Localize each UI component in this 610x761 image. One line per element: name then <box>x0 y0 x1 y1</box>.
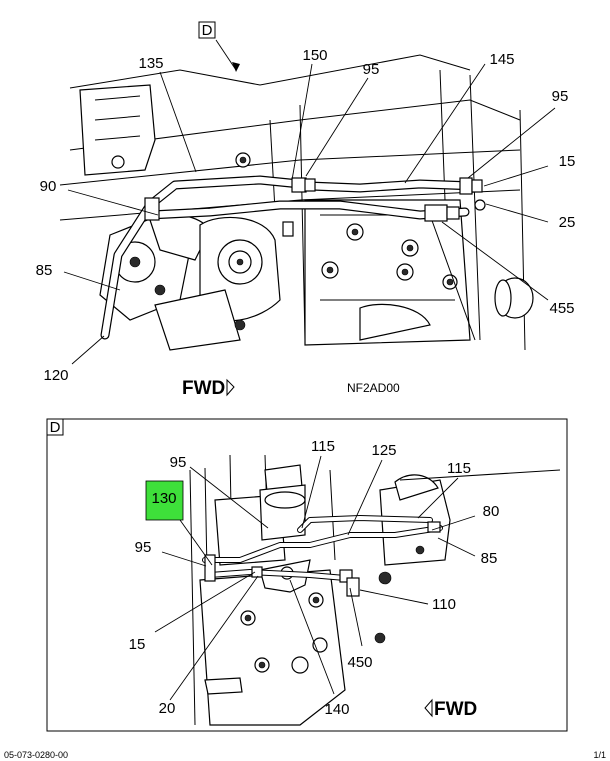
fwd-label-detail: FWD <box>434 699 477 720</box>
callout-95-top-left: 95 <box>363 61 380 78</box>
view-marker-d: D <box>198 21 240 72</box>
detail-callout-115-right: 115 <box>447 460 471 477</box>
detail-callout-80: 80 <box>483 503 500 520</box>
callout-25: 25 <box>559 214 576 231</box>
detail-callout-85: 85 <box>481 550 498 567</box>
detail-callout-95-left: 95 <box>135 539 152 556</box>
top-view-callouts: 135 150 95 145 95 15 25 90 85 120 455 <box>36 47 576 384</box>
detail-callout-140: 140 <box>324 701 349 718</box>
callout-135: 135 <box>138 55 163 72</box>
detail-callout-110: 110 <box>432 596 456 613</box>
detail-view-marker: D <box>50 419 61 436</box>
detail-callout-95-top: 95 <box>170 454 187 471</box>
top-view-leaders <box>63 63 556 365</box>
detail-callout-15: 15 <box>129 636 146 653</box>
detail-callout-125: 125 <box>371 442 396 459</box>
fwd-arrow-right-icon <box>226 378 235 397</box>
detail-view-leaders <box>154 455 476 701</box>
callout-15: 15 <box>559 153 576 170</box>
callout-150: 150 <box>302 47 327 64</box>
detail-view-callouts: 95 115 125 115 80 85 95 110 15 450 20 14… <box>129 438 500 718</box>
detail-view: D <box>46 418 568 732</box>
callout-130-highlighted: 130 <box>151 490 176 507</box>
footer: 05-073-0280-00 1/1 <box>4 750 606 760</box>
callout-90: 90 <box>40 178 57 195</box>
callout-145: 145 <box>489 51 514 68</box>
detail-callout-115-left: 115 <box>311 438 335 455</box>
detail-callout-450: 450 <box>347 654 372 671</box>
callout-120: 120 <box>43 367 68 384</box>
top-view-fwd: FWD NF2AD00 <box>182 378 400 399</box>
callout-95-top-right: 95 <box>552 88 569 105</box>
highlight-box-130 <box>145 480 184 521</box>
detail-view-fwd: FWD <box>424 698 477 720</box>
view-marker-label: D <box>202 22 213 39</box>
top-view-illustration <box>59 54 534 351</box>
drawing-code: NF2AD00 <box>347 381 400 395</box>
footer-left-text: 05-073-0280-00 <box>4 750 68 760</box>
fwd-arrow-left-icon <box>424 698 433 718</box>
callout-455: 455 <box>549 300 574 317</box>
footer-right-text: 1/1 <box>593 750 606 760</box>
detail-illustration <box>189 454 561 726</box>
fwd-label-top: FWD <box>182 378 225 399</box>
detail-callout-20: 20 <box>159 700 176 717</box>
callout-85: 85 <box>36 262 53 279</box>
